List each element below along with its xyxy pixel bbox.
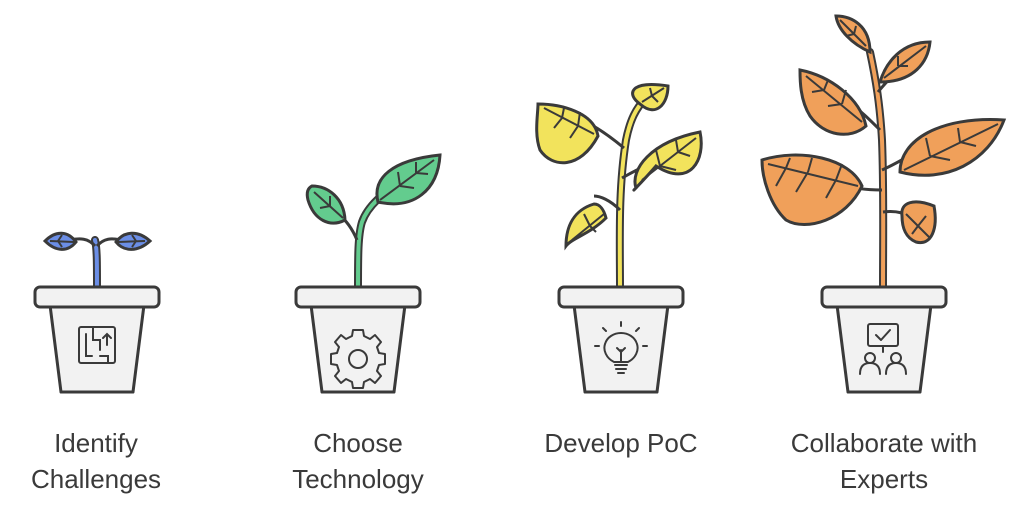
plant-choose — [294, 153, 442, 394]
leaf — [760, 153, 864, 227]
gear-icon — [330, 329, 386, 389]
leaf-veins — [49, 234, 146, 248]
pot — [820, 285, 948, 394]
pot — [294, 285, 422, 394]
maze-icon — [78, 326, 116, 364]
stage-label-identify: Identify Challenges — [0, 425, 216, 497]
leaf — [535, 102, 600, 165]
label-line: Experts — [839, 464, 929, 494]
label-line: Technology — [292, 464, 424, 494]
plant-identify — [33, 231, 161, 394]
leaf — [900, 200, 937, 244]
pot — [557, 285, 685, 394]
lightbulb-icon — [594, 321, 648, 374]
leaf-veins — [313, 159, 435, 219]
label-line: Collaborate with — [790, 428, 978, 458]
leaf-veins — [767, 19, 999, 239]
label-line: Choose — [313, 428, 403, 458]
label-line: Challenges — [30, 464, 162, 494]
leaf — [305, 184, 347, 225]
pot — [33, 285, 161, 394]
stem-fill — [868, 50, 886, 292]
presentation-icon — [859, 323, 907, 375]
leaf-veins — [543, 87, 697, 241]
plant-collaborate — [760, 14, 1007, 394]
stem-fill — [93, 238, 99, 292]
stem-fill — [617, 96, 648, 292]
stage-label-collaborate: Collaborate with Experts — [764, 425, 1004, 497]
label-line: Develop PoC — [544, 428, 698, 458]
stem — [615, 94, 650, 294]
label-line: Identify — [54, 428, 138, 458]
plant-develop — [535, 83, 703, 394]
stage-label-choose: Choose Technology — [238, 425, 478, 497]
stage-label-develop: Develop PoC — [501, 425, 741, 461]
